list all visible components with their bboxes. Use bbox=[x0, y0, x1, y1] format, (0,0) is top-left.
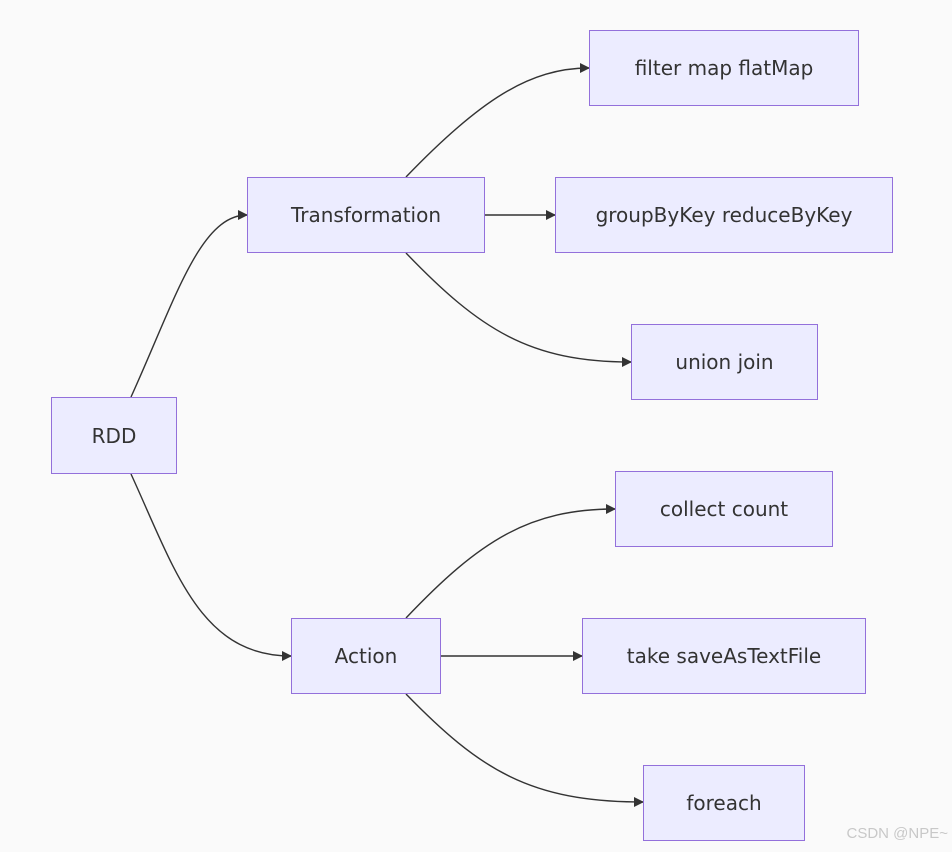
node-rdd-label: RDD bbox=[91, 423, 137, 448]
node-groupbykey-reducebykey: groupByKey reduceByKey bbox=[555, 177, 893, 253]
node-transformation: Transformation bbox=[247, 177, 485, 253]
edge-rdd-to-transformation bbox=[130, 210, 248, 398]
node-groupbykey-reducebykey-label: groupByKey reduceByKey bbox=[595, 203, 853, 227]
edge-rdd-to-action bbox=[130, 473, 292, 661]
edge-action-to-foreach bbox=[405, 693, 644, 807]
node-collect-count-label: collect count bbox=[659, 497, 789, 521]
edge-transformation-to-union bbox=[405, 252, 632, 367]
node-take-saveastextfile-label: take saveAsTextFile bbox=[626, 644, 822, 668]
node-action: Action bbox=[291, 618, 441, 694]
node-transformation-label: Transformation bbox=[290, 203, 442, 227]
node-filter-map-flatmap-label: filter map flatMap bbox=[634, 56, 814, 80]
node-collect-count: collect count bbox=[615, 471, 833, 547]
edge-action-to-collect bbox=[405, 504, 616, 619]
node-action-label: Action bbox=[334, 644, 398, 668]
watermark: CSDN @NPE~ bbox=[846, 825, 949, 842]
node-filter-map-flatmap: filter map flatMap bbox=[589, 30, 859, 106]
edge-transformation-to-filter bbox=[405, 63, 590, 178]
node-take-saveastextfile: take saveAsTextFile bbox=[582, 618, 866, 694]
node-union-join: union join bbox=[631, 324, 818, 400]
node-union-join-label: union join bbox=[675, 350, 774, 374]
node-foreach-label: foreach bbox=[686, 791, 762, 815]
node-rdd: RDD bbox=[51, 397, 177, 474]
node-foreach: foreach bbox=[643, 765, 805, 841]
